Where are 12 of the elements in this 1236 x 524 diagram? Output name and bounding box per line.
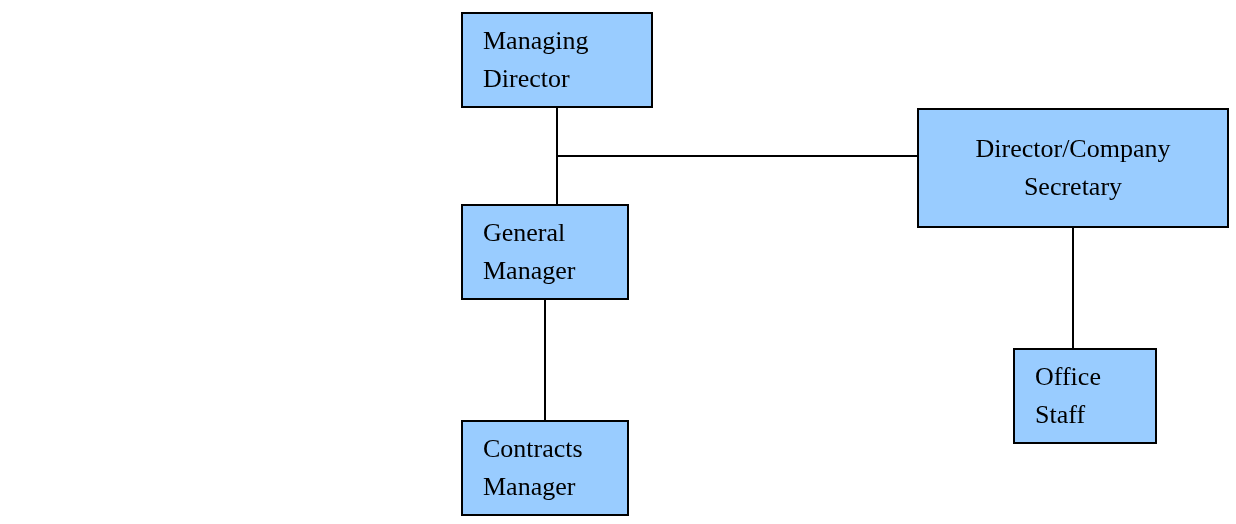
role-box [461, 204, 629, 300]
role-box [461, 12, 653, 108]
connector-line [544, 299, 546, 421]
role-box [917, 108, 1229, 228]
role-title: Contracts Manager [483, 433, 584, 503]
role-box [1013, 348, 1157, 444]
connector-line [1072, 227, 1074, 349]
role-box [461, 420, 629, 516]
role-title: Office Staff [1035, 361, 1102, 431]
role-title: Director/Company Secretary [974, 133, 1172, 203]
role-title: General Manager [483, 217, 577, 287]
role-title: Managing Director [483, 25, 590, 95]
